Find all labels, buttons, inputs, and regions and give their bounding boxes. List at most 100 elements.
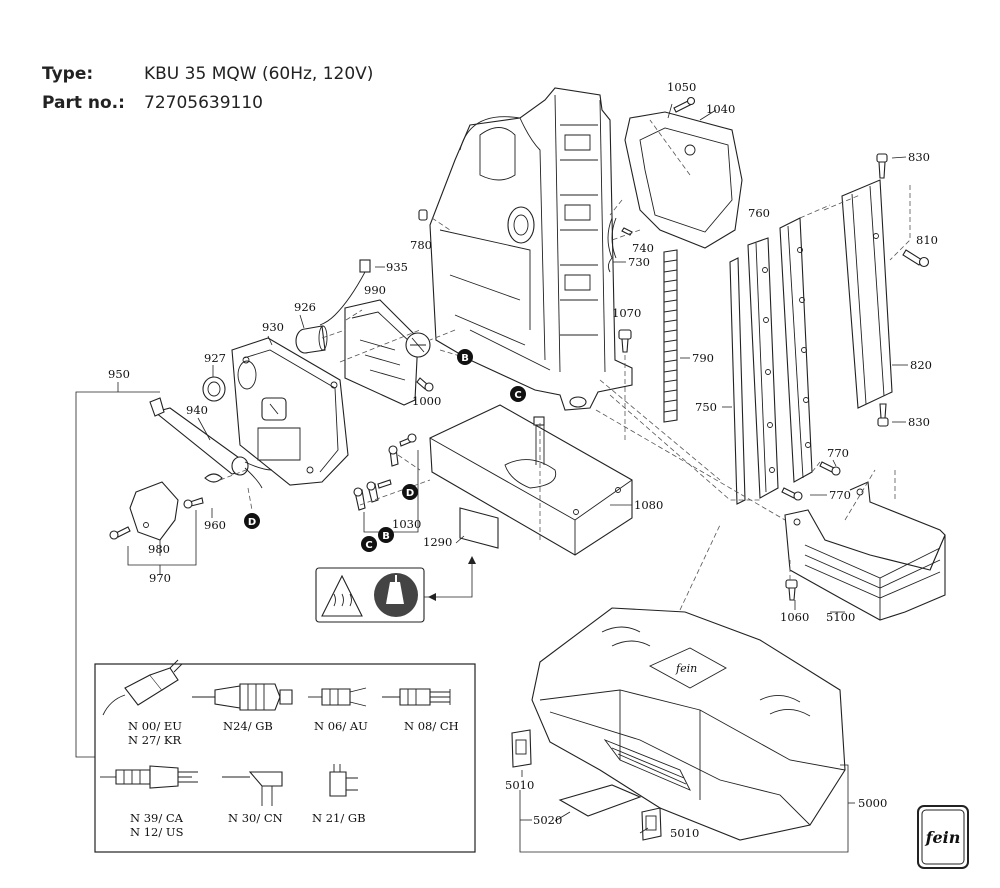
plug-cn-icon — [222, 771, 283, 806]
svg-text:B: B — [382, 531, 390, 542]
part-926-knob — [295, 325, 328, 354]
plug-us-icon — [100, 765, 198, 789]
part-830-screw-top — [876, 153, 888, 179]
label-810: 810 — [916, 233, 938, 247]
label-5010-right: 5010 — [670, 826, 699, 840]
part-770-screw-b — [781, 487, 803, 501]
plug-label-n27: N 27/ KR — [128, 733, 181, 747]
label-935: 935 — [386, 260, 408, 274]
label-750: 750 — [695, 400, 717, 414]
plug-gb-icon — [192, 683, 293, 711]
guide-rail — [779, 217, 813, 483]
part-number-value: 72705639110 — [144, 93, 263, 113]
label-5100: 5100 — [826, 610, 855, 624]
svg-text:C: C — [365, 540, 372, 551]
marker-b-lower: B — [378, 527, 394, 543]
part-970-screw — [109, 526, 131, 540]
label-926: 926 — [294, 300, 316, 314]
svg-text:C: C — [514, 390, 521, 401]
part-5100-guard — [784, 481, 946, 621]
part-990-board — [344, 299, 431, 406]
label-790: 790 — [692, 351, 714, 365]
type-value: KBU 35 MQW (60Hz, 120V) — [144, 64, 374, 84]
part-940-cable — [149, 397, 273, 489]
rack-790 — [663, 249, 678, 423]
part-770-screw-a — [819, 461, 841, 476]
type-label: Type: — [42, 64, 94, 84]
part-1060-screw — [785, 579, 798, 601]
label-960: 960 — [204, 518, 226, 532]
part-1040-cover — [624, 103, 743, 249]
part-935-connector — [319, 259, 371, 326]
label-770-upper: 770 — [827, 446, 849, 460]
label-1000: 1000 — [412, 394, 441, 408]
warning-symbols — [315, 556, 476, 623]
part-810-screw — [902, 249, 930, 268]
marker-c-upper: C — [510, 386, 526, 402]
plug-ch-icon — [382, 688, 451, 706]
guide-760 — [747, 237, 779, 499]
marker-b-upper: B — [457, 349, 473, 365]
plug-eu-icon — [102, 659, 183, 716]
part-5010-latch-b — [641, 807, 662, 841]
plug-au-icon — [308, 687, 367, 707]
label-830-top: 830 — [908, 150, 930, 164]
plug-label-n00: N 00/ EU — [128, 719, 182, 733]
column-housing — [429, 87, 633, 411]
fein-logo: fein — [917, 805, 969, 869]
label-1030: 1030 — [392, 517, 421, 531]
part-5000-case: fein — [531, 607, 846, 841]
label-1080: 1080 — [634, 498, 663, 512]
part-960-clamp — [183, 473, 223, 509]
part-5010-latch-a — [511, 729, 532, 768]
label-730: 730 — [628, 255, 650, 269]
label-1070: 1070 — [612, 306, 641, 320]
plug-gb-adapter-icon — [329, 764, 358, 797]
plug-label-n08: N 08/ CH — [404, 719, 459, 733]
part-780-pin — [418, 209, 428, 221]
label-5010-left: 5010 — [505, 778, 534, 792]
part-830-screw-bottom — [877, 403, 889, 427]
label-830-bottom: 830 — [908, 415, 930, 429]
label-1290: 1290 — [423, 535, 452, 549]
part-1290-label — [459, 507, 499, 549]
part-1070-screw — [618, 329, 632, 353]
part-820-profile — [841, 179, 893, 409]
label-980: 980 — [148, 542, 170, 556]
part-1000-screw — [416, 377, 434, 392]
strip-750 — [729, 257, 746, 505]
part-1050-screw — [673, 96, 696, 113]
plug-label-n21: N 21/ GB — [312, 811, 366, 825]
label-990: 990 — [364, 283, 386, 297]
case-logo: fein — [675, 662, 697, 675]
label-1040: 1040 — [706, 102, 735, 116]
label-970: 970 — [149, 571, 171, 585]
marker-c-lower: C — [361, 536, 377, 552]
marker-d-right: D — [402, 484, 418, 500]
label-5020: 5020 — [533, 813, 562, 827]
plug-label-n30: N 30/ CN — [228, 811, 283, 825]
plug-label-n06: N 06/ AU — [314, 719, 368, 733]
label-940: 940 — [186, 403, 208, 417]
part-930-housing — [231, 337, 349, 486]
label-1060: 1060 — [780, 610, 809, 624]
svg-text:B: B — [461, 353, 469, 364]
part-730-clip — [607, 217, 617, 273]
part-740-screw — [621, 227, 633, 236]
part-1080-magnet-base — [429, 404, 633, 556]
label-780: 780 — [410, 238, 432, 252]
part-5020-manual — [558, 784, 642, 817]
label-820: 820 — [910, 358, 932, 372]
part-1030-terminals — [353, 433, 417, 511]
label-1050: 1050 — [667, 80, 696, 94]
label-927: 927 — [204, 351, 226, 365]
part-980-cover — [129, 481, 179, 541]
label-770-lower: 770 — [829, 488, 851, 502]
plug-variants-box: N 00/ EU N 27/ KR N24/ GB N 06/ AU N 0 — [94, 659, 476, 853]
svg-text:D: D — [406, 488, 414, 499]
label-930: 930 — [262, 320, 284, 334]
part-927-cap — [202, 376, 226, 402]
plug-label-n39: N 39/ CA — [130, 811, 184, 825]
label-740: 740 — [632, 241, 654, 255]
